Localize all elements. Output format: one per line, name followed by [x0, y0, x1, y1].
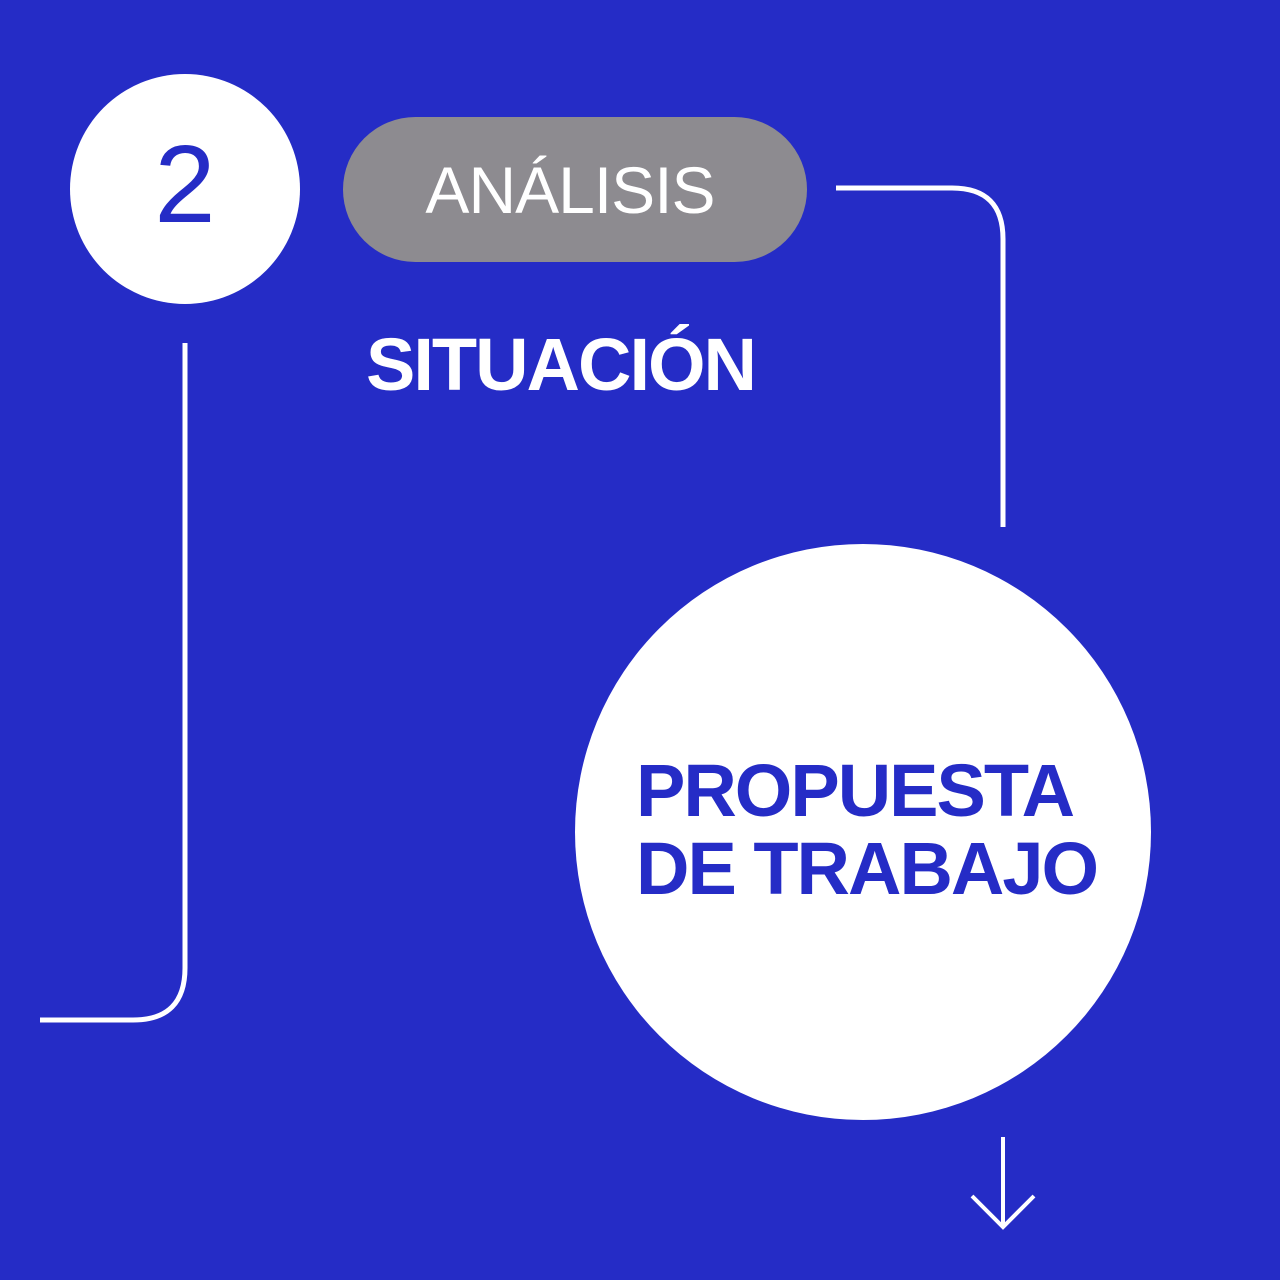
result-line-2: DE TRABAJO	[636, 827, 1099, 910]
step-number-badge: 2	[70, 74, 300, 304]
arrow-down-icon	[970, 1137, 1036, 1230]
left-connector-line	[40, 343, 188, 1023]
step-number: 2	[154, 123, 216, 246]
result-line-1: PROPUESTA	[636, 749, 1075, 832]
result-circle	[575, 544, 1151, 1120]
stage-label: ANÁLISIS	[425, 152, 715, 227]
right-connector-line	[836, 185, 1006, 527]
stage-pill: ANÁLISIS	[343, 117, 807, 262]
result-label: PROPUESTA DE TRABAJO	[636, 749, 1099, 910]
heading-situacion: SITUACIÓN	[366, 323, 757, 406]
